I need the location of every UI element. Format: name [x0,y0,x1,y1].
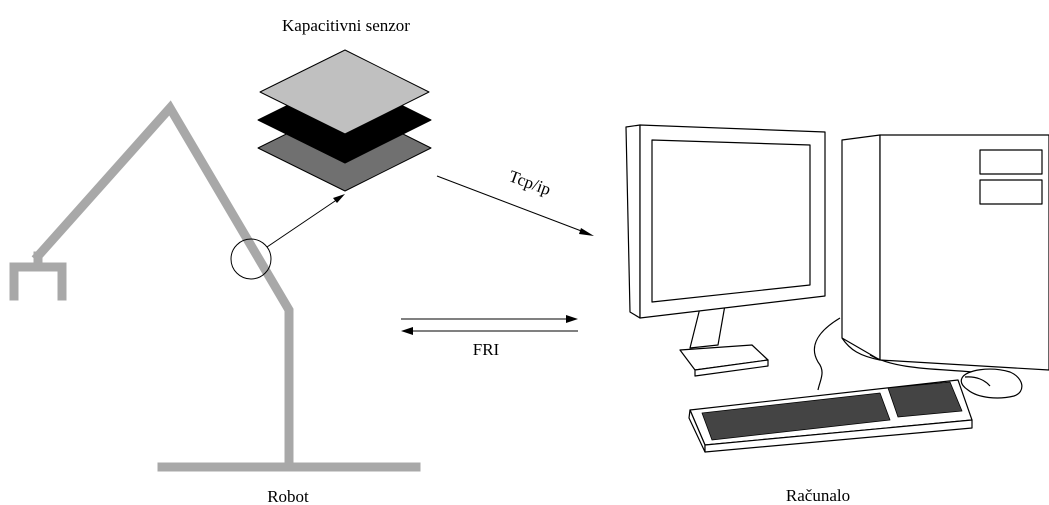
drive-bay-1 [979,149,1043,175]
fri-arrows [401,315,578,335]
monitor-side [625,124,641,319]
computer-label: Računalo [786,486,850,505]
drive-bay-2 [979,179,1043,205]
robot-arm-icon [9,100,421,472]
joint-highlight [230,194,345,280]
cable [813,317,841,391]
tcp-arrow [436,175,594,236]
tower-side [841,134,881,361]
layered-sensor-icon [257,49,432,192]
sensor-plate-top [259,49,430,135]
mouse [960,368,1023,399]
tcp-label: Tcp/ip [506,167,553,200]
fri-label: FRI [473,340,500,359]
keyboard-keys-numpad [887,381,963,418]
monitor-screen [651,139,811,303]
keyboard-keys-main [701,392,891,441]
robot-label: Robot [267,487,309,505]
desktop-computer-icon [625,124,1049,453]
sensor-label: Kapacitivni senzor [282,16,410,35]
